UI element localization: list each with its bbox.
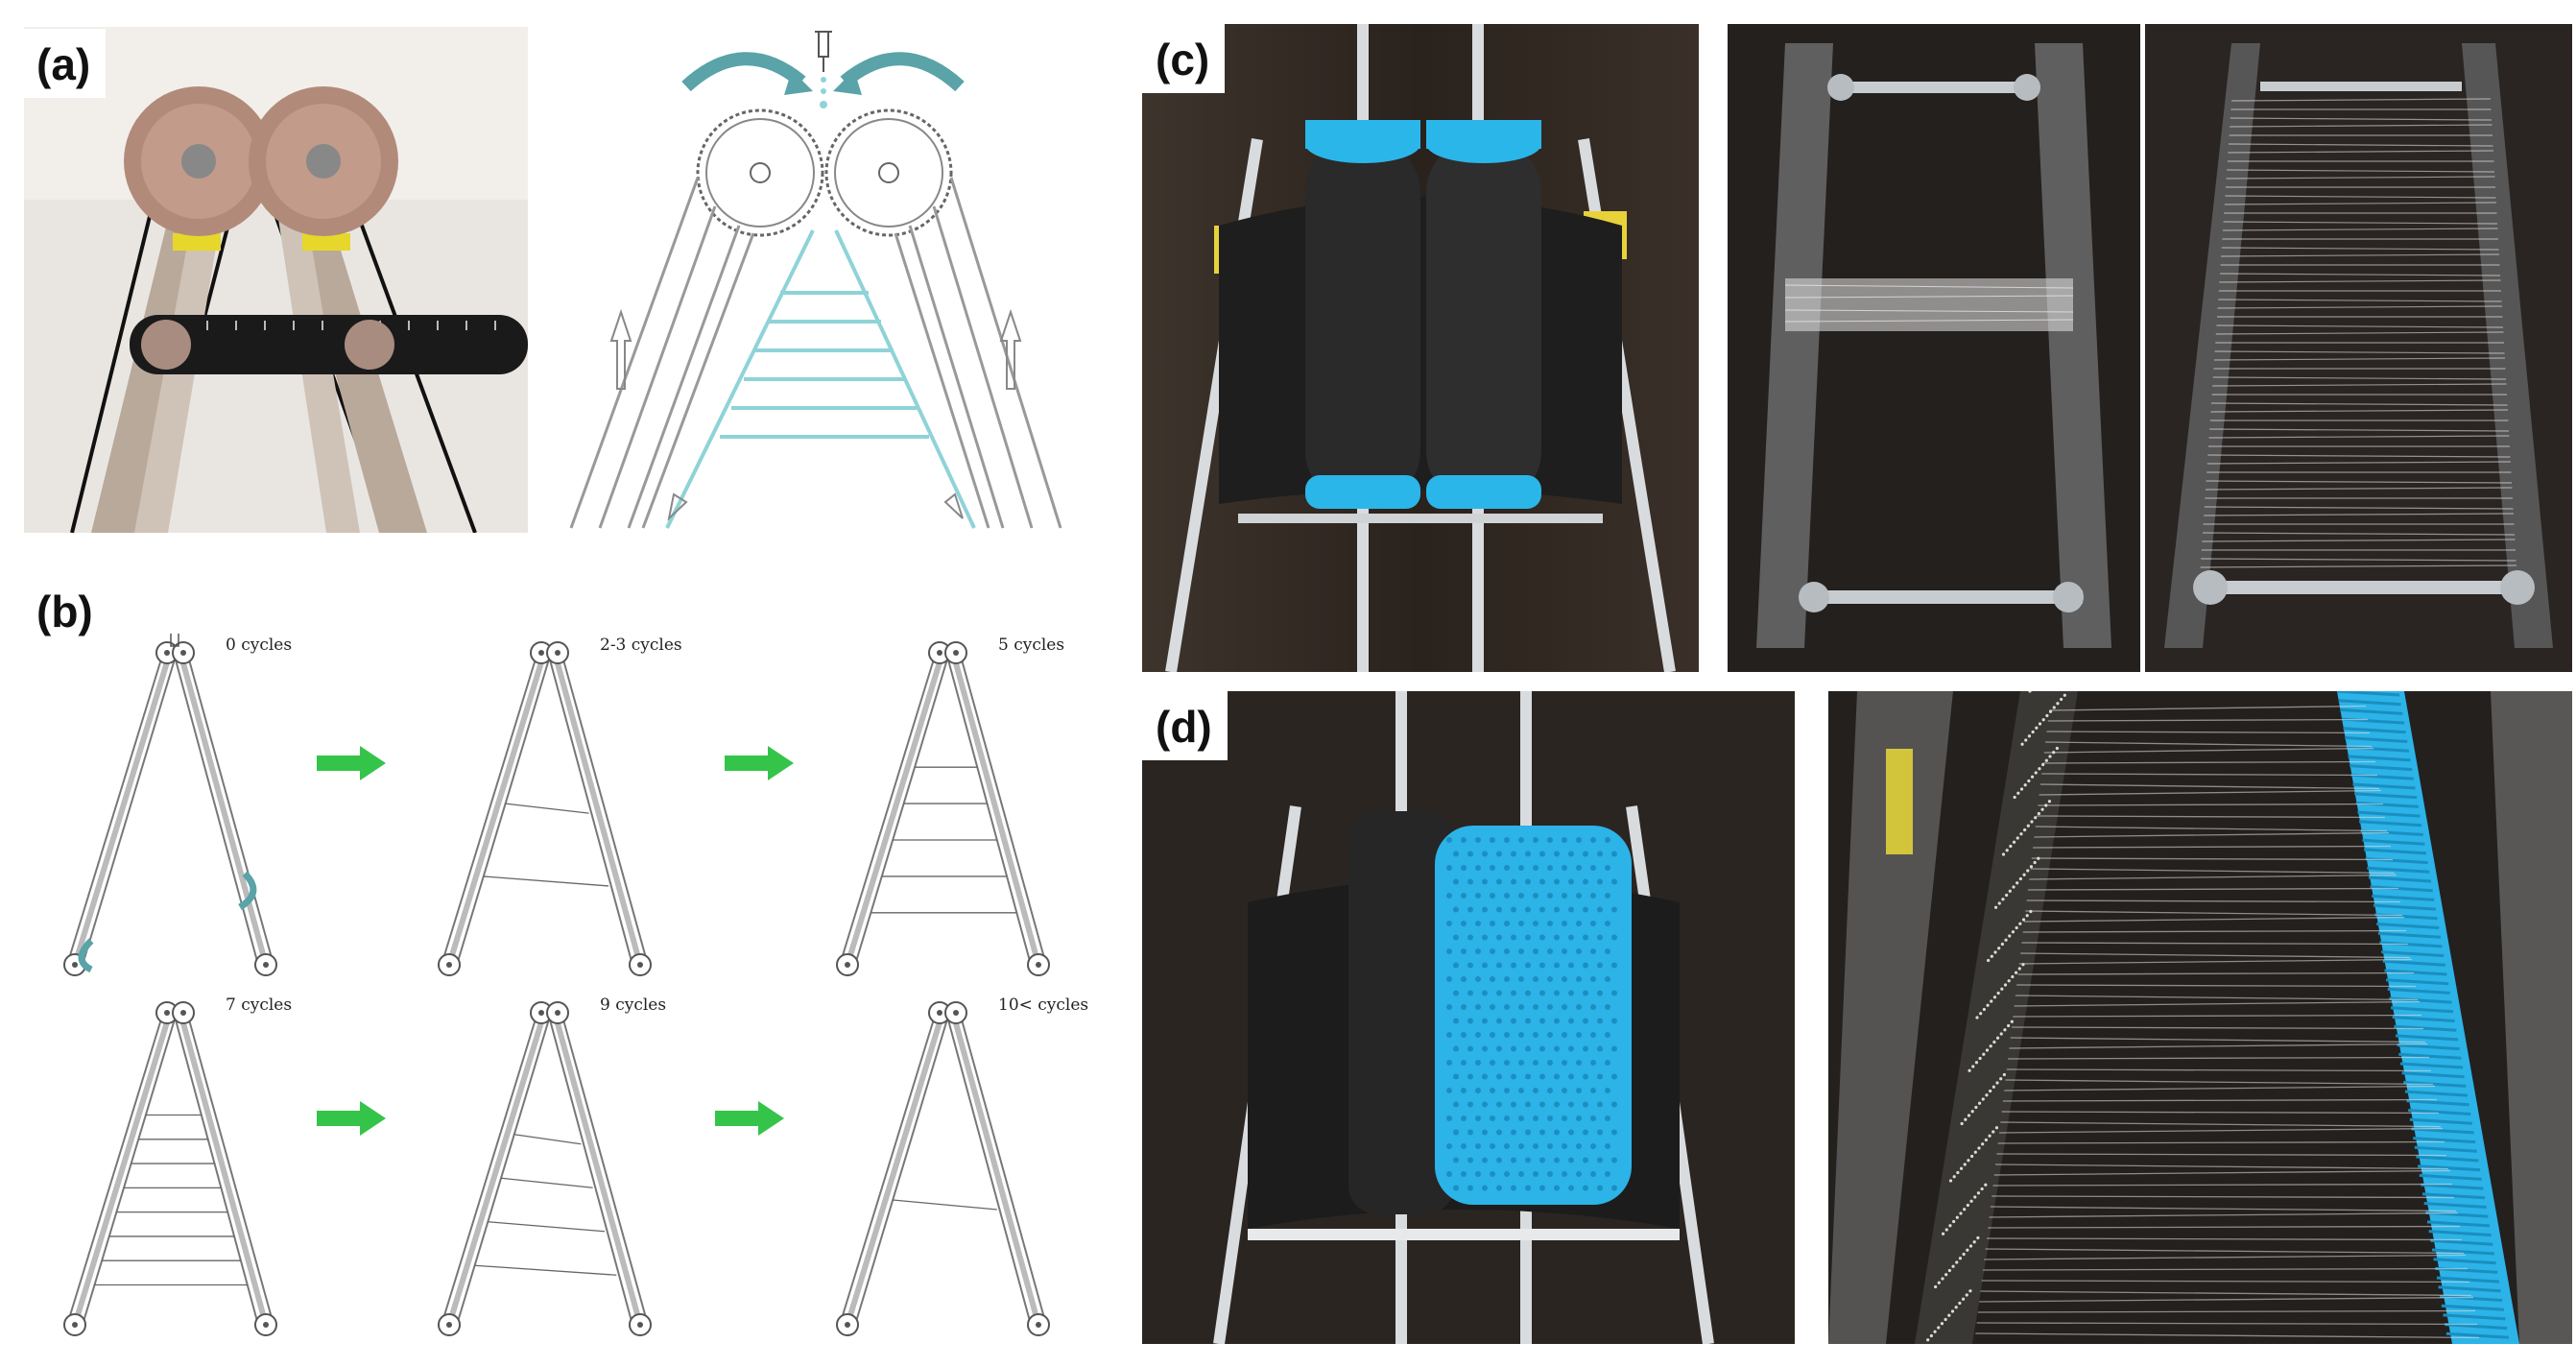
cycle-diagram: [63, 634, 277, 976]
frame-photo: [1728, 24, 2140, 672]
cycle-label: 10< cycles: [998, 995, 1089, 1015]
cycle-label: 0 cycles: [226, 636, 293, 655]
panel-c-photo-rollers: [1142, 24, 1699, 672]
panel-b-label: (b): [23, 576, 108, 645]
brush-roller-photo: [1142, 691, 1795, 1344]
panel-c-photo-frame-empty: [1728, 24, 2140, 672]
panel-d: (d): [1142, 691, 2576, 1367]
panel-d-photo-fiber-closeup: [1828, 691, 2572, 1344]
cycle-diagram: [836, 641, 1050, 976]
cycle-diagram: [438, 1001, 652, 1336]
green-arrow-icon: [317, 746, 386, 780]
cycle-label: 2-3 cycles: [600, 636, 682, 655]
panel-a-schematic: [561, 24, 1070, 533]
panel-a-photo: [24, 27, 528, 533]
green-arrow-icon: [725, 746, 794, 780]
panel-a: (a): [0, 0, 1075, 547]
cycle-label: 7 cycles: [226, 995, 293, 1015]
green-arrow-icon: [715, 1101, 784, 1136]
cycle-label: 9 cycles: [600, 995, 667, 1015]
syringe-icon: [815, 31, 832, 72]
panel-d-label: (d): [1142, 691, 1228, 760]
fiber-closeup-photo: [1828, 691, 2572, 1344]
panel-d-photo-brush-roller: [1142, 691, 1795, 1344]
roller-collector-photo: [1142, 24, 1699, 672]
panel-c-photo-frame-fibers: [2145, 24, 2572, 672]
cycle-label: 5 cycles: [998, 636, 1065, 655]
panel-c: (c): [1142, 24, 2576, 686]
fiber-frame-photo: [2145, 24, 2572, 672]
cycle-diagram: [836, 1001, 1050, 1336]
drum-rig-photo: [24, 27, 528, 533]
panel-b: (b) 0 cycles 2-3 cycles 5 cycles 7 cycles 9 …: [0, 547, 1099, 1367]
green-arrow-icon: [317, 1101, 386, 1136]
cycle-diagram: [63, 1001, 277, 1336]
cycle-diagram: [438, 641, 652, 976]
panel-a-label: (a): [23, 29, 107, 98]
cycle-sequence: 0 cycles 2-3 cycles 5 cycles 7 cycles 9 cycl…: [0, 547, 1099, 1367]
panel-c-label: (c): [1142, 24, 1226, 93]
